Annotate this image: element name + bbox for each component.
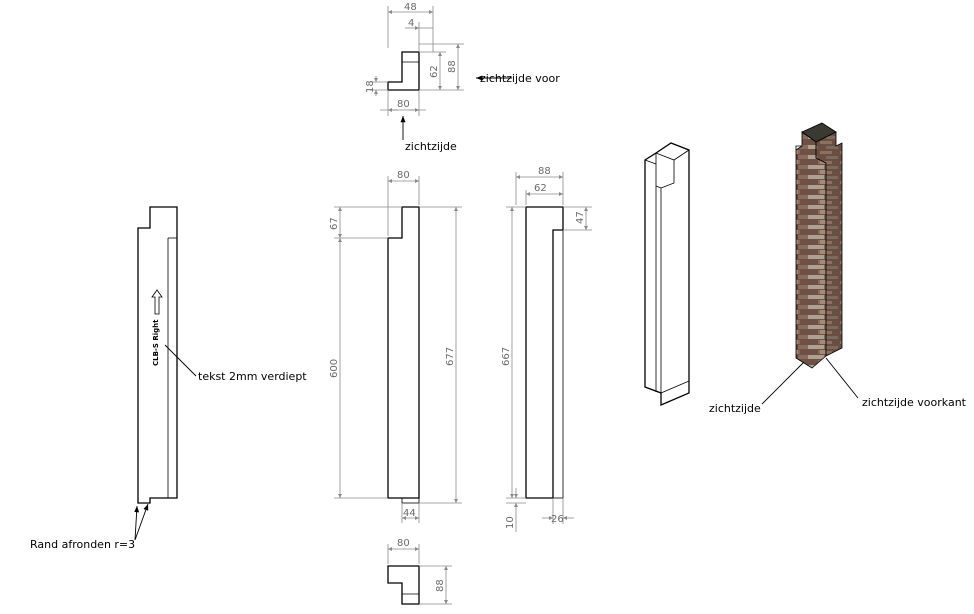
engraved-text: CLB-S Right (152, 319, 160, 366)
front-view-foot (401, 497, 420, 504)
dim-side-88: 88 (538, 166, 551, 177)
dim-front-80: 80 (397, 170, 410, 181)
top-view-dimensions (370, 6, 464, 116)
dim-side-667: 667 (501, 347, 512, 366)
brick-front-face (795, 131, 827, 369)
dim-front-677: 677 (445, 347, 456, 366)
dim-front-67: 67 (329, 217, 340, 230)
dim-bottom-88: 88 (435, 579, 446, 592)
dim-front-600: 600 (329, 359, 340, 378)
dim-front-44: 44 (403, 508, 416, 519)
dim-side-47: 47 (575, 211, 586, 224)
note-text-depth: tekst 2mm verdiept (198, 370, 307, 383)
note-visible-front-3d: zichtzijde voorkant (862, 396, 967, 409)
dim-side-26: 26 (551, 514, 564, 525)
note-edge-round: Rand afronden r=3 (30, 538, 135, 551)
note-visible-side-top: zichtzijde (405, 140, 457, 153)
bottom-view-dimensions (387, 544, 452, 605)
top-view-outline (387, 51, 420, 91)
note-visible-side-3d: zichtzijde (709, 402, 761, 415)
front-view-dimensions (334, 176, 462, 523)
note-visible-side-front: zichtzijde voor (480, 72, 560, 85)
front-view-outline (387, 206, 420, 499)
dim-top-88: 88 (447, 60, 458, 73)
dim-top-4: 4 (408, 18, 414, 29)
side-view-outline (525, 206, 564, 499)
dim-bottom-80: 80 (397, 538, 410, 549)
dim-top-62: 62 (429, 65, 440, 78)
left-view: CLB-S Right tekst 2mm verdiept Rand afro… (30, 206, 307, 551)
up-arrow-icon (151, 289, 163, 315)
brick-side-face (815, 131, 843, 357)
dim-top-18: 18 (365, 80, 376, 93)
iso-outline (644, 142, 690, 406)
leader-text-depth (164, 344, 197, 377)
dim-side-10: 10 (505, 516, 516, 529)
top-view: 48 4 88 62 18 80 zichtzijde voor zichtzi… (365, 2, 560, 153)
bottom-view: 80 88 (387, 538, 452, 605)
isometric-line-view (644, 142, 690, 406)
dim-top-80: 80 (397, 99, 410, 110)
isometric-rendered-view: zichtzijde zichtzijde voorkant (709, 122, 967, 415)
dim-top-48: 48 (404, 2, 417, 13)
left-view-outline (137, 206, 178, 504)
side-view-inner (552, 229, 564, 499)
side-view: 88 62 47 667 10 26 (501, 166, 592, 532)
dim-side-62: 62 (534, 183, 547, 194)
bottom-view-outline (387, 565, 420, 605)
side-view-dimensions (506, 172, 592, 532)
front-view: 80 67 600 677 44 (329, 170, 462, 523)
